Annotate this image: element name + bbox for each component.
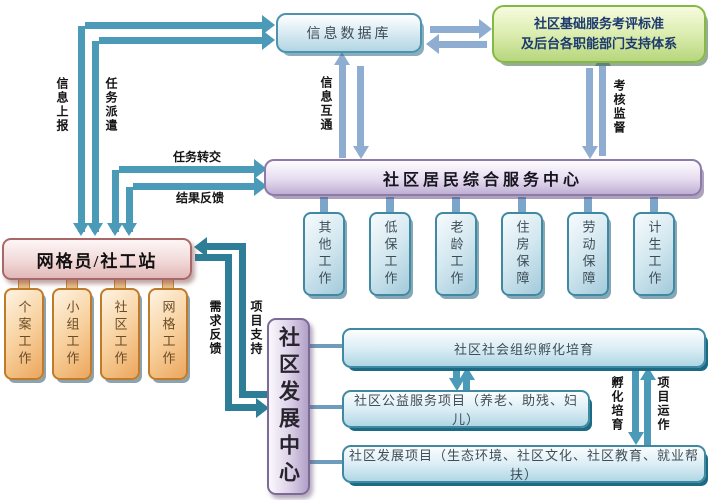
arrowhead-into-db-bottom <box>334 52 350 65</box>
arrow-center-to-standards-vertical <box>599 66 606 156</box>
arrowhead-into-dev-left <box>256 398 269 418</box>
arrowhead-into-center-1 <box>254 159 267 179</box>
service-window-label: 低保工作 <box>382 220 398 288</box>
grid-method-label: 社区工作 <box>112 300 128 368</box>
stub-window-2 <box>386 197 394 213</box>
stub-window-5 <box>584 197 592 213</box>
service-window-box: 低保工作 <box>369 212 411 296</box>
arrowhead-into-grid-3 <box>107 223 123 236</box>
arrowhead-into-center-2 <box>254 176 267 196</box>
grid-method-box: 个案工作 <box>4 288 44 380</box>
label-incubation-up: 项目运作 <box>656 376 670 432</box>
label-standards-center: 考核监督 <box>612 79 626 135</box>
node-welfare-projects: 社区公益服务项目（养老、助残、妇儿） <box>342 390 590 428</box>
arrow-grid-center-2-horizontal <box>133 183 254 190</box>
label-incubation-down: 孵化培育 <box>610 376 624 432</box>
stub-window-6 <box>650 197 658 213</box>
arrow-dev-to-grid-horizontal <box>206 243 246 250</box>
arrow-grid-to-dev-bottom <box>232 404 258 411</box>
arrowhead-into-db-right <box>426 34 439 54</box>
connector-dev-welfare <box>310 405 342 409</box>
grid-method-box: 社区工作 <box>100 288 140 380</box>
arrowhead-into-center-top <box>353 146 369 159</box>
stub-window-4 <box>518 197 526 213</box>
service-window-label: 老龄工作 <box>448 220 464 288</box>
node-grid-station: 网格员/社工站 <box>2 238 192 280</box>
arrowhead-into-incubation-bottom-2 <box>640 367 656 380</box>
arrow-dev-to-grid-vertical <box>239 243 246 398</box>
arrowhead-into-devproj-top <box>628 432 644 445</box>
arrow-center-to-db-vertical <box>339 64 346 158</box>
node-standards-system-label: 社区基础服务考评标准 及后台各职能部门支持体系 <box>520 15 677 51</box>
arrow-incubation-to-welfare <box>453 368 460 380</box>
node-info-database-label: 信息数据库 <box>306 27 392 42</box>
node-service-center-label: 社区居民综合服务中心 <box>382 171 583 189</box>
grid-method-box: 网格工作 <box>148 288 188 380</box>
service-window-box: 老龄工作 <box>435 212 477 296</box>
arrow-grid-db-1-horizontal <box>85 22 262 29</box>
arrowhead-into-db-2 <box>262 30 275 50</box>
arrow-dev-to-grid-bottom <box>246 391 268 398</box>
arrow-incubation-to-devproj <box>632 368 639 433</box>
arrow-devproj-to-incubation <box>644 377 651 445</box>
arrow-standards-to-db <box>439 41 487 48</box>
arrow-grid-db-2-horizontal <box>99 37 262 44</box>
node-development-projects: 社区发展项目（生态环境、社区文化、社区教育、就业帮扶） <box>342 445 706 483</box>
arrow-welfare-to-incubation <box>463 377 470 390</box>
arrow-grid-db-1-vertical <box>78 26 85 232</box>
arrow-grid-center-2-vertical <box>126 187 133 232</box>
service-window-label: 其他工作 <box>316 220 332 288</box>
arrow-grid-center-1-horizontal <box>119 166 254 173</box>
label-grid-to-db: 信息上报 <box>55 77 69 133</box>
arrow-db-to-center-vertical <box>357 66 364 146</box>
label-grid-to-center: 任务转交 <box>173 150 222 164</box>
node-development-center-label: 社区发展中心 <box>276 325 301 488</box>
node-development-center: 社区发展中心 <box>267 318 310 495</box>
stub-window-3 <box>452 197 460 213</box>
arrowhead-into-standards <box>479 19 492 39</box>
node-incubation-label: 社区社会组织孵化培育 <box>453 341 594 357</box>
node-development-projects-label: 社区发展项目（生态环境、社区文化、社区教育、就业帮扶） <box>348 448 699 482</box>
grid-method-label: 网格工作 <box>160 300 176 368</box>
grid-method-label: 小组工作 <box>64 300 80 368</box>
arrow-grid-db-2-vertical <box>92 41 99 232</box>
arrow-grid-to-dev-horizontal <box>195 254 232 261</box>
stub-window-1 <box>320 197 328 213</box>
label-grid-dev-left: 需求反馈 <box>208 300 222 356</box>
label-center-to-grid: 结果反馈 <box>176 191 225 205</box>
grid-method-label: 个案工作 <box>16 300 32 368</box>
arrow-grid-center-1-vertical <box>112 170 119 232</box>
node-standards-system: 社区基础服务考评标准 及后台各职能部门支持体系 <box>492 5 706 63</box>
connector-dev-incubation <box>310 344 342 348</box>
arrowhead-into-welfare-top <box>449 378 465 391</box>
arrowhead-into-incubation-bottom-1 <box>459 367 475 380</box>
connector-dev-projects <box>310 460 342 464</box>
service-window-box: 其他工作 <box>303 212 345 296</box>
arrow-db-to-standards <box>430 26 480 33</box>
service-window-label: 住房保障 <box>514 220 530 288</box>
arrowhead-into-grid-2 <box>87 223 103 236</box>
node-welfare-projects-label: 社区公益服务项目（养老、助残、妇儿） <box>353 393 578 427</box>
label-db-to-grid: 任务派遣 <box>104 77 118 133</box>
arrowhead-into-grid-4 <box>121 223 137 236</box>
service-window-box: 计生工作 <box>633 212 675 296</box>
arrowhead-into-grid-1 <box>73 223 89 236</box>
service-window-box: 住房保障 <box>501 212 543 296</box>
service-window-label: 计生工作 <box>646 220 662 288</box>
label-grid-dev-right: 项目支持 <box>249 300 263 356</box>
arrow-grid-to-dev-vertical <box>225 254 232 411</box>
arrow-standards-to-center-vertical <box>586 68 593 146</box>
service-window-label: 劳动保障 <box>580 220 596 288</box>
arrowhead-into-grid-right <box>194 237 207 257</box>
arrowhead-into-center-top-right <box>582 146 598 159</box>
grid-method-box: 小组工作 <box>52 288 92 380</box>
service-window-box: 劳动保障 <box>567 212 609 296</box>
node-grid-station-label: 网格员/社工站 <box>36 251 158 271</box>
node-service-center: 社区居民综合服务中心 <box>264 159 702 196</box>
label-db-center: 信息互通 <box>319 76 333 132</box>
node-incubation: 社区社会组织孵化培育 <box>342 328 706 368</box>
node-info-database: 信息数据库 <box>276 13 422 53</box>
